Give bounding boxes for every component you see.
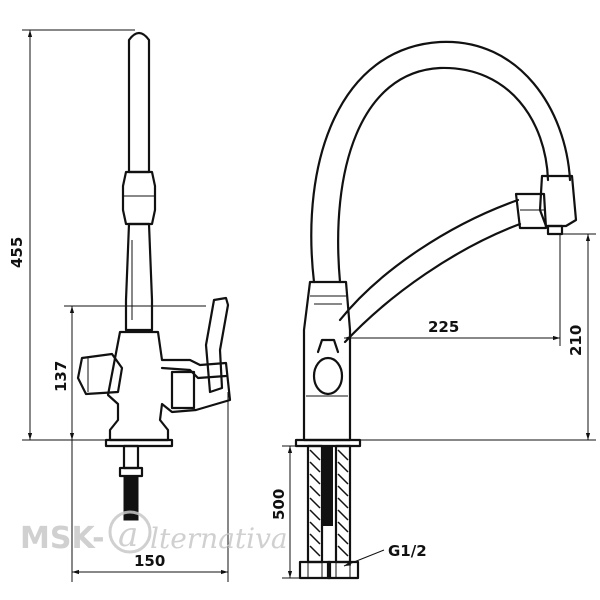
dim-spout-height: 210 — [360, 233, 596, 441]
dim-body-height: 137 — [52, 305, 206, 440]
dim-hose-length: 500 — [270, 445, 304, 579]
thread-callout: G1/2 — [343, 542, 427, 567]
dim-label-210: 210 — [567, 325, 585, 356]
dim-total-height: 455 — [8, 29, 135, 441]
watermark-logo-icon — [108, 510, 152, 554]
dim-label-500: 500 — [270, 489, 288, 520]
dim-label-150: 150 — [134, 552, 165, 570]
flexible-hoses — [298, 444, 360, 580]
thread-label: G1/2 — [388, 542, 427, 560]
dim-label-455: 455 — [8, 237, 26, 268]
watermark-suffix: lternativa — [150, 522, 288, 555]
dim-label-137: 137 — [52, 361, 70, 392]
watermark-letter: a — [118, 515, 138, 555]
dim-reach: 225 — [344, 234, 561, 346]
front-view — [294, 40, 578, 580]
side-view — [76, 31, 232, 521]
dim-width: 150 — [71, 392, 229, 582]
watermark: MSK- a lternativa — [20, 510, 288, 556]
dim-label-225: 225 — [428, 318, 459, 336]
watermark-prefix: MSK- — [20, 521, 105, 556]
